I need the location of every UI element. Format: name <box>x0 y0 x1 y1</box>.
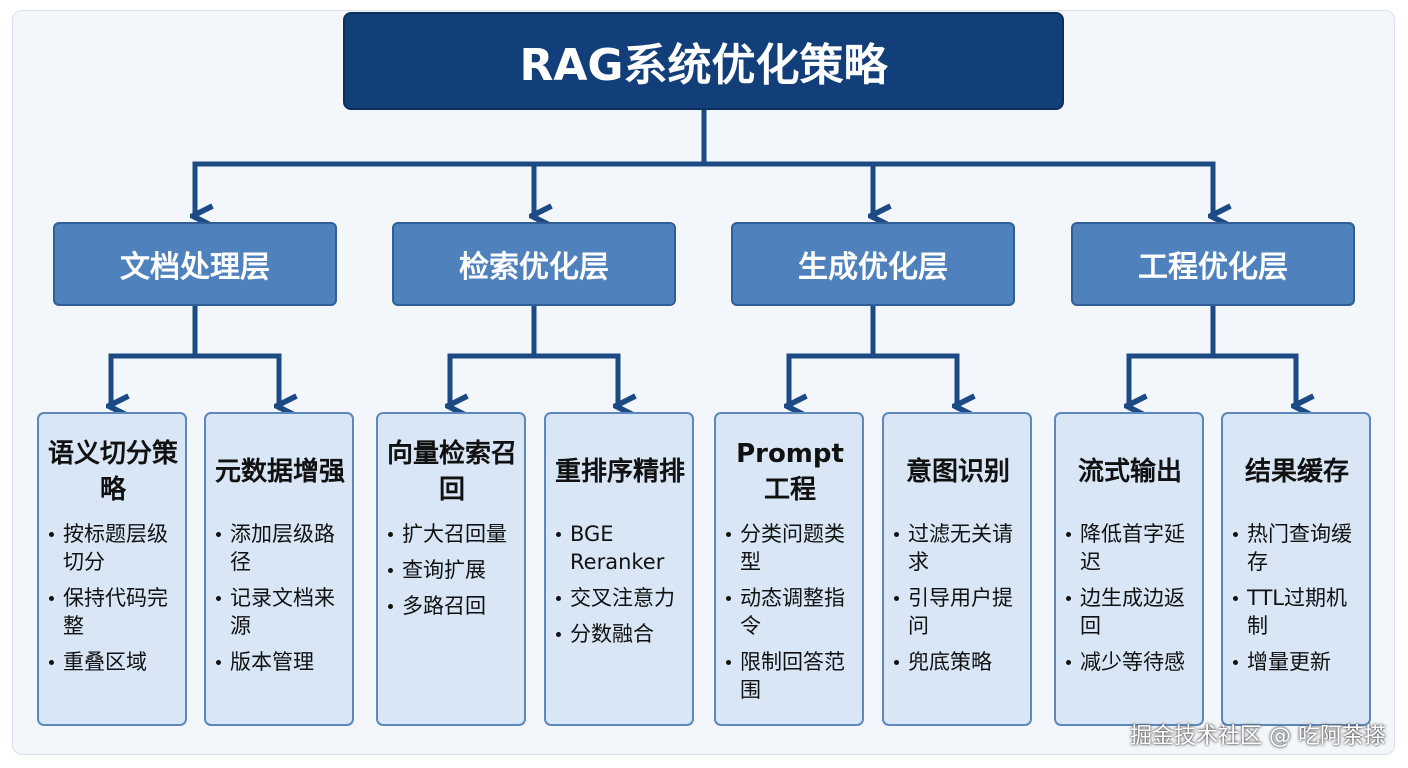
card-item: 重叠区域 <box>47 648 179 676</box>
card-item: 增量更新 <box>1231 648 1363 676</box>
card-item: 降低首字延迟 <box>1064 520 1196 576</box>
card-title: 流式输出 <box>1077 457 1182 487</box>
card-title: 意图识别 <box>905 457 1010 487</box>
strategy-card: 结果缓存 热门查询缓存 TTL过期机制 增量更新 <box>1221 412 1371 726</box>
card-item: 记录文档来源 <box>214 584 346 640</box>
card-item: 动态调整指令 <box>724 584 856 640</box>
card-item: 分数融合 <box>554 620 686 648</box>
strategy-card: 流式输出 降低首字延迟 边生成边返回 减少等待感 <box>1054 412 1204 726</box>
card-item: 限制回答范围 <box>724 648 856 704</box>
card-title: 语义切分策略 <box>47 439 178 505</box>
diagram-title: RAG系统优化策略 <box>343 12 1064 110</box>
card-title: 元数据增强 <box>214 457 345 487</box>
card-item-list: 热门查询缓存 TTL过期机制 增量更新 <box>1231 520 1363 676</box>
layer-box-retrieval: 检索优化层 <box>392 222 676 306</box>
card-item: 引导用户提问 <box>892 584 1024 640</box>
strategy-card: 元数据增强 添加层级路径 记录文档来源 版本管理 <box>204 412 354 726</box>
card-item-list: 按标题层级切分 保持代码完整 重叠区域 <box>47 520 179 676</box>
card-item: 兜底策略 <box>892 648 1024 676</box>
strategy-card: 意图识别 过滤无关请求 引导用户提问 兜底策略 <box>882 412 1032 726</box>
card-title: Prompt工程 <box>736 439 844 505</box>
card-item: 添加层级路径 <box>214 520 346 576</box>
card-item: TTL过期机制 <box>1231 584 1363 640</box>
card-item-list: BGE Reranker 交叉注意力 分数融合 <box>554 520 686 648</box>
layer-box-generation: 生成优化层 <box>731 222 1015 306</box>
card-item: 过滤无关请求 <box>892 520 1024 576</box>
card-item: 热门查询缓存 <box>1231 520 1363 576</box>
watermark-text: 掘金技术社区 @ 吃阿茶搽 <box>1130 724 1386 749</box>
strategy-card: 向量检索召回 扩大召回量 查询扩展 多路召回 <box>376 412 526 726</box>
layer-box-engineering: 工程优化层 <box>1071 222 1355 306</box>
card-item: 分类问题类型 <box>724 520 856 576</box>
card-item: 多路召回 <box>386 592 518 620</box>
card-item-list: 分类问题类型 动态调整指令 限制回答范围 <box>724 520 856 704</box>
card-item: 保持代码完整 <box>47 584 179 640</box>
card-item: 按标题层级切分 <box>47 520 179 576</box>
strategy-card: 重排序精排 BGE Reranker 交叉注意力 分数融合 <box>544 412 694 726</box>
card-title: 重排序精排 <box>554 457 685 487</box>
card-item-list: 扩大召回量 查询扩展 多路召回 <box>386 520 518 620</box>
card-item: 减少等待感 <box>1064 648 1196 676</box>
card-title: 向量检索召回 <box>386 439 517 505</box>
card-item: 查询扩展 <box>386 556 518 584</box>
card-item-list: 过滤无关请求 引导用户提问 兜底策略 <box>892 520 1024 676</box>
card-item: 版本管理 <box>214 648 346 676</box>
strategy-card: Prompt工程 分类问题类型 动态调整指令 限制回答范围 <box>714 412 864 726</box>
card-title: 结果缓存 <box>1244 457 1349 487</box>
card-item: 边生成边返回 <box>1064 584 1196 640</box>
layer-box-document: 文档处理层 <box>53 222 337 306</box>
card-item: 扩大召回量 <box>386 520 518 548</box>
strategy-card: 语义切分策略 按标题层级切分 保持代码完整 重叠区域 <box>37 412 187 726</box>
card-item-list: 添加层级路径 记录文档来源 版本管理 <box>214 520 346 676</box>
card-item-list: 降低首字延迟 边生成边返回 减少等待感 <box>1064 520 1196 676</box>
card-item: 交叉注意力 <box>554 584 686 612</box>
card-item: BGE Reranker <box>554 520 686 576</box>
